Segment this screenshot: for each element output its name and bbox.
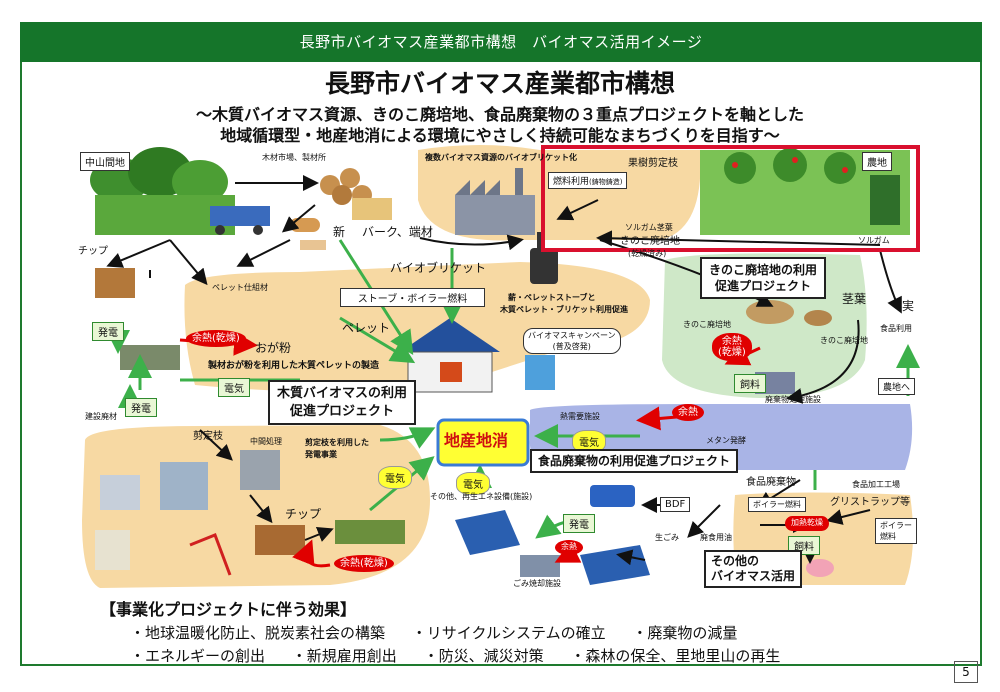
label-mokuzai: 木材市場、製材所 xyxy=(262,153,326,162)
label-sonota-saiene: その他、再生エネ設備(施設) xyxy=(430,492,533,501)
label-hatsuden-mid: 発電 xyxy=(125,398,157,417)
pellet-zone xyxy=(184,262,650,393)
label-nouchi-he: 農地へ xyxy=(878,378,916,395)
page-number: 5 xyxy=(954,661,978,683)
sonota-project-title: その他のバイオマス活用 xyxy=(704,550,803,588)
label-namagomi: 生ごみ xyxy=(655,533,679,542)
label-hatsuden-left: 発電 xyxy=(92,322,124,341)
label-haikibutsu-shori: 廃棄物処理施設 xyxy=(765,395,821,404)
label-kinoko-haibaichi-3: きのこ廃培地 xyxy=(820,336,868,345)
label-kinoko-haibaichi-2: きのこ廃培地 xyxy=(683,320,731,329)
label-haishokuyou: 廃食用油 xyxy=(700,533,732,542)
label-gomi-shokyaku: ごみ焼却施設 xyxy=(513,579,561,588)
forest-icon xyxy=(90,147,270,235)
effect-item: ・森林の保全、里地里山の再生 xyxy=(570,647,781,665)
label-nakayama: 中山間地 xyxy=(80,152,130,171)
effect-item: ・地球温暖化防止、脱炭素社会の構築 xyxy=(130,624,386,642)
label-shiryo: 飼料 xyxy=(734,374,766,393)
effect-item: ・廃棄物の減量 xyxy=(632,624,738,642)
label-shokuhin-haikibutsu: 食品廃棄物 xyxy=(746,477,796,488)
label-sentei-hatsuden-1: 剪定枝を利用した xyxy=(305,438,369,447)
chisanchisho-sign xyxy=(436,418,530,467)
label-kanetsu-kanso: 加熱乾燥 xyxy=(785,516,829,531)
label-pellet: ペレット xyxy=(342,321,391,335)
label-bark: バーク、端材 xyxy=(362,225,433,239)
label-campaign: バイオマスキャンペーン(普及啓発) xyxy=(523,328,621,354)
label-yonetsu-bottom: 余熱(乾燥) xyxy=(334,555,394,572)
label-sorghum: ソルガム xyxy=(858,236,890,245)
label-netsu-juyou: 熱需要施設 xyxy=(560,412,600,421)
building-icon xyxy=(100,355,555,510)
label-stove-boiler: ストーブ・ボイラー燃料 xyxy=(340,288,485,307)
label-chuukan: 中間処理 xyxy=(250,437,282,446)
subtitle-line-1: ～木質バイオマス資源、きのこ廃培地、食品廃棄物の３重点プロジェクトを軸とした xyxy=(195,105,804,124)
label-seizai: 製材おが粉を利用した木質ペレットの製造 xyxy=(208,361,380,371)
kinoko-project-title: きのこ廃培地の利用促進プロジェクト xyxy=(700,257,827,300)
label-maki-pellet-2: 木質ペレット・ブリケット利用促進 xyxy=(500,305,628,314)
label-maki-pellet-1: 薪・ペレットストーブと xyxy=(508,293,596,302)
label-boiler-nenryo-2: ボイラー 燃料 xyxy=(875,518,917,544)
label-denki-bottom: 電気 xyxy=(456,472,490,495)
label-mi: 実 xyxy=(902,299,915,313)
label-bdf: BDF xyxy=(660,497,691,512)
label-shokuhin-riyou: 食品利用 xyxy=(880,324,912,333)
factory-icon xyxy=(455,168,535,235)
label-nenryo: 燃料利用(鋳物鋳造) xyxy=(548,172,628,189)
label-sorghum-kuki: ソルガム茎葉 xyxy=(625,223,673,232)
label-pellet-shikumi: ペレット仕組材 xyxy=(212,283,268,292)
highlight-box xyxy=(541,145,920,252)
label-yonetsu-kinoko: 余熱 (乾燥) xyxy=(712,333,752,361)
label-kajuu: 果樹剪定枝 xyxy=(628,158,678,169)
label-kinoko-haibaichi: きのこ廃培地 xyxy=(620,236,680,247)
mokushitsu-project-title: 木質バイオマスの利用促進プロジェクト xyxy=(268,380,417,426)
slide-header: 長野市バイオマス産業都市構想 バイオマス活用イメージ xyxy=(20,22,982,62)
label-boiler-nenryo: ボイラー燃料 xyxy=(748,497,806,512)
label-chip-bottom: チップ xyxy=(285,507,322,521)
label-denki-mid: 電気 xyxy=(378,466,412,489)
label-yonetsu-right: 余熱 xyxy=(672,404,704,421)
label-methane: メタン発酵 xyxy=(706,436,746,445)
label-hatsuden-bottom: 発電 xyxy=(563,514,595,533)
label-ogako: おが粉 xyxy=(255,341,292,355)
label-denki-left: 電気 xyxy=(218,378,250,397)
label-shokuhin-kakou: 食品加工工場 xyxy=(852,480,900,489)
wood-stove-icon xyxy=(530,232,558,284)
bus-icon xyxy=(590,485,635,507)
effect-item: ・防災、減災対策 xyxy=(423,647,544,665)
chip-pile-icon xyxy=(95,268,305,555)
main-title: 長野市バイオマス産業都市構想 xyxy=(324,69,675,98)
label-kuki-ha: 茎葉 xyxy=(842,292,867,306)
effects-row-2: ・エネルギーの創出 ・新規雇用創出 ・防災、減災対策 ・森林の保全、里地里山の再… xyxy=(130,645,802,666)
label-grease: グリストラップ等 xyxy=(830,497,910,508)
playground-icon xyxy=(95,530,232,576)
pig-icon xyxy=(806,559,834,577)
chisanchisho-label: 地産地消 xyxy=(444,431,509,450)
label-fukusu: 複数バイオマス資源のバイオブリケット化 xyxy=(425,153,577,162)
label-chip-top: チップ xyxy=(78,246,108,257)
effect-item: ・エネルギーの創出 xyxy=(130,647,266,665)
label-kinoko-kanso: (乾燥済み) xyxy=(628,249,667,258)
subtitle-line-2: 地域循環型・地産地消による環境にやさしく持続可能なまちづくりを目指す～ xyxy=(220,126,780,145)
label-shin: 新 xyxy=(333,225,346,239)
shokuhin-project-title: 食品廃棄物の利用促進プロジェクト xyxy=(530,449,739,474)
effects-title: 【事業化プロジェクトに伴う効果】 xyxy=(100,600,357,619)
label-sentei: 剪定枝 xyxy=(193,431,223,442)
effects-row-1: ・地球温暖化防止、脱炭素社会の構築 ・リサイクルシステムの確立 ・廃棄物の減量 xyxy=(130,622,759,643)
label-sentei-hatsuden-2: 発電事業 xyxy=(305,450,337,459)
label-yonetsu-gomi: 余熱 xyxy=(555,540,583,555)
effect-item: ・リサイクルシステムの確立 xyxy=(411,624,606,642)
label-nouchi: 農地 xyxy=(862,152,892,171)
house-icon xyxy=(400,318,500,393)
label-kensetsu: 建設廃材 xyxy=(85,412,117,421)
label-biobriquet: バイオブリケット xyxy=(390,261,487,275)
effect-item: ・新規雇用創出 xyxy=(291,647,397,665)
label-yonetsu-left: 余熱(乾燥) xyxy=(186,330,246,347)
